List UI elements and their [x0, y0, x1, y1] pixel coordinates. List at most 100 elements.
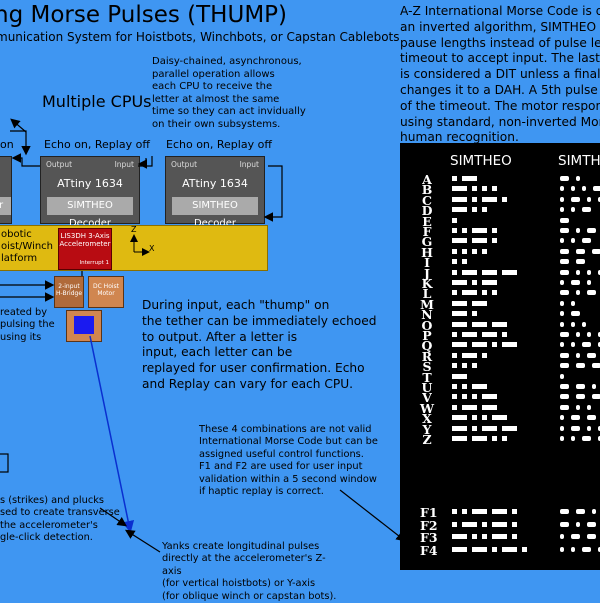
text-line: pause lengths instead of pulse leng — [400, 35, 600, 50]
morse-dit — [452, 332, 457, 337]
simtheo-dit — [582, 186, 586, 192]
morse-dah — [482, 332, 497, 337]
morse-dit — [492, 238, 497, 244]
simtheo-dah — [560, 248, 569, 254]
simtheo-dah — [571, 311, 580, 317]
simtheo-dit — [560, 534, 564, 540]
morse-dah — [502, 269, 517, 275]
morse-dah — [452, 196, 467, 202]
simtheo-dah — [592, 248, 600, 254]
morse-dit — [462, 394, 467, 400]
simtheo-dit — [571, 207, 575, 213]
morse-dah — [482, 280, 497, 285]
simtheo-dit — [587, 404, 591, 410]
simtheo-dit — [560, 280, 564, 285]
simtheo-dah — [560, 384, 569, 389]
text-line: directly at the accelerometer's Z-axis — [162, 553, 326, 577]
text-line: the accelerometer's — [0, 519, 98, 531]
morse-letter: F4 — [420, 542, 438, 558]
morse-dit — [492, 342, 497, 348]
morse-dit — [472, 425, 477, 431]
morse-dit — [492, 436, 497, 441]
simtheo-dit — [571, 546, 575, 552]
morse-dah — [462, 290, 477, 296]
morse-dah — [502, 425, 517, 431]
morse-letter: G — [421, 234, 433, 250]
simtheo-dah — [576, 248, 585, 254]
morse-letter: L — [422, 286, 432, 302]
morse-letter: T — [422, 369, 432, 385]
simtheo-dah — [598, 332, 600, 337]
simtheo-dah — [560, 332, 569, 337]
morse-dit — [452, 363, 457, 369]
simtheo-dit — [560, 186, 564, 192]
morse-letter: F2 — [420, 517, 438, 533]
morse-dah — [452, 207, 467, 213]
simtheo-dah — [560, 509, 569, 514]
morse-dah — [492, 521, 507, 527]
simtheo-dah — [560, 290, 569, 296]
morse-dah — [452, 425, 467, 431]
h-bridge-label: 2-input H-Bridge — [55, 283, 83, 297]
text-line: the tether can be immediately echoed — [142, 313, 377, 328]
input-label: Input — [239, 160, 259, 169]
output-label: Output — [46, 160, 73, 169]
morse-dah — [492, 415, 507, 421]
morse-letter: S — [422, 359, 432, 375]
interrupt-label: Interrupt 1 — [79, 260, 109, 266]
morse-dah — [462, 332, 477, 337]
morse-dit — [452, 352, 457, 358]
echo-label-cpu1: Echo on, Replay off — [44, 138, 150, 151]
simtheo-dit — [560, 238, 564, 244]
platform-label-line: latform — [1, 253, 38, 264]
input-label: Input — [114, 160, 134, 169]
morse-letter: V — [422, 390, 432, 406]
text-line: Yanks create longitudinal pulses — [162, 541, 320, 552]
note-line: on their own subsystems. — [152, 118, 281, 130]
morse-dah — [452, 300, 467, 306]
decoder-label: SIMTHEO Decoder — [47, 197, 133, 229]
morse-dit — [452, 404, 457, 410]
text-line: F1 and F2 are used for user input — [199, 461, 363, 473]
morse-dit — [452, 248, 457, 254]
simtheo-dah — [582, 342, 591, 348]
morse-letter: B — [421, 182, 433, 198]
simtheo-dah — [560, 176, 569, 181]
morse-dah — [502, 342, 517, 348]
chip-name: ATtiny 1634 — [57, 177, 123, 190]
simtheo-dah — [576, 394, 585, 400]
dc-motor: DC Hoist Motor — [88, 276, 124, 308]
morse-dit — [512, 509, 517, 514]
simtheo-dit — [560, 342, 564, 348]
morse-dah — [472, 436, 487, 441]
simtheo-dit — [571, 436, 575, 441]
motor-label: DC Hoist Motor — [92, 283, 120, 297]
text-line: s (strikes) and plucks — [0, 495, 104, 506]
morse-dit — [492, 228, 497, 233]
simtheo-dit — [560, 425, 564, 431]
morse-dit — [472, 207, 477, 213]
simtheo-dah — [560, 521, 569, 527]
morse-dah — [472, 509, 487, 514]
morse-dah — [452, 311, 467, 317]
text-line: replayed for user confirmation. Echo — [142, 361, 365, 376]
text-line: changes it to a DAH. A 5th pulse a — [400, 82, 600, 97]
simtheo-dah — [571, 415, 580, 421]
simtheo-dah — [560, 217, 569, 223]
morse-letter: D — [421, 203, 433, 219]
page-subtitle: munication System for Hoistbots, Winchbo… — [0, 30, 400, 44]
text-line: (for vertical hoistbots) or Y-axis — [162, 578, 316, 590]
morse-dah — [462, 521, 477, 527]
morse-dit — [492, 546, 497, 552]
accel-label-1: LIS3DH 3-Axis — [60, 232, 110, 240]
text-line: validation within a 5 second window — [199, 473, 377, 485]
platform-label-line: obotic — [1, 229, 32, 240]
text-line: sed to create transverse — [0, 507, 120, 519]
morse-dit — [472, 363, 477, 369]
text-line: (for oblique winch or capstan bots). — [162, 590, 337, 602]
morse-dit — [522, 546, 527, 552]
morse-dit — [462, 259, 467, 265]
morse-dah — [492, 321, 507, 327]
morse-letter: M — [420, 296, 434, 312]
simtheo-dah — [582, 546, 591, 552]
